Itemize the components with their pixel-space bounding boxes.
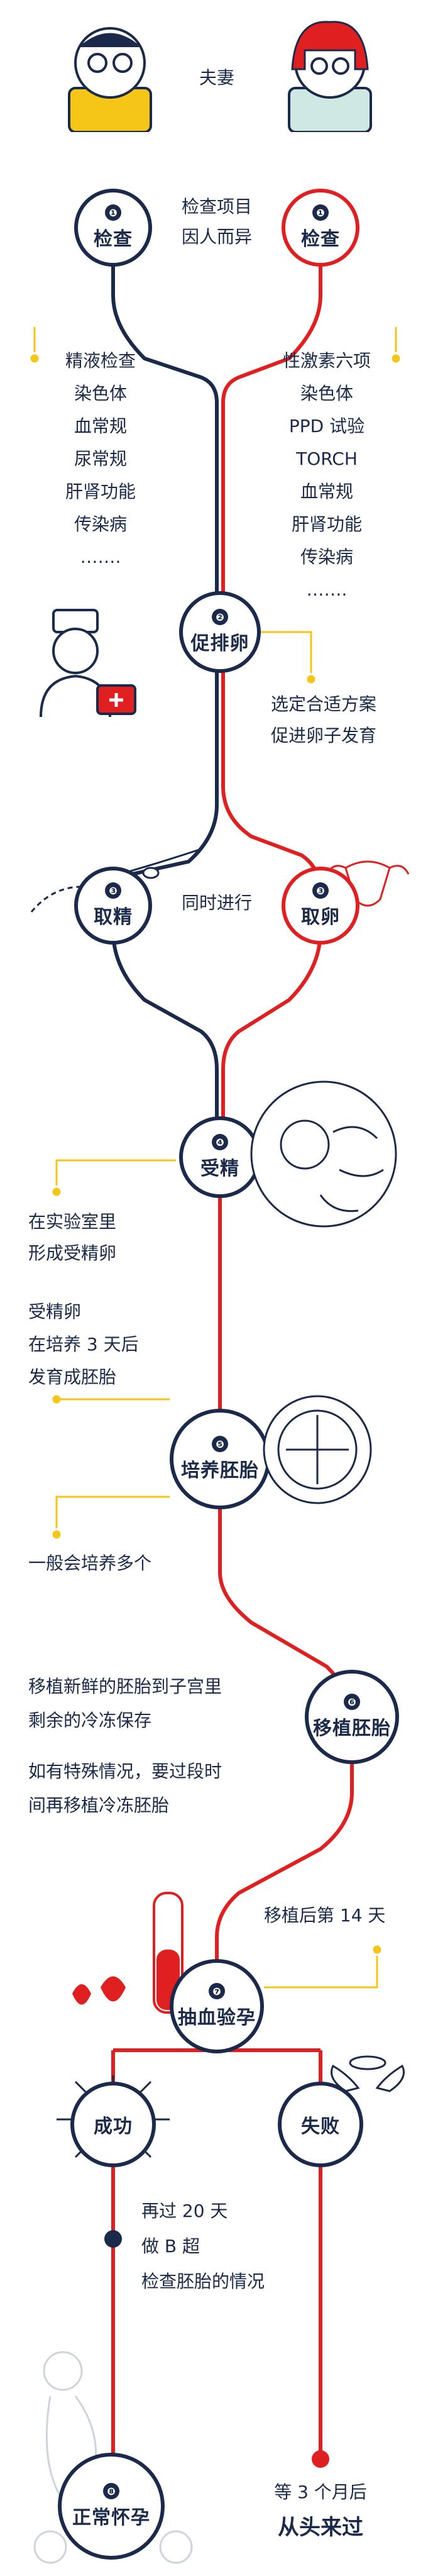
male-test-item: 血常规 — [74, 416, 127, 436]
step3-num-female: ❸ — [312, 882, 329, 899]
step7-node[interactable]: ❼ 抽血验孕 — [170, 1959, 264, 2053]
step8-node[interactable]: ❽ 正常怀孕 — [58, 2453, 165, 2560]
wife-avatar-icon — [288, 21, 372, 132]
success-note3: 检查胚胎的情况 — [141, 2271, 265, 2292]
step1-male-node[interactable]: ❶ 检查 — [74, 189, 152, 267]
couple-title: 夫妻 — [199, 67, 234, 88]
step4-note-line1: 在实验室里 — [28, 1211, 117, 1232]
fail-node[interactable]: 失败 — [278, 2082, 363, 2167]
step1-female-label: 检查 — [301, 228, 340, 250]
male-tests-list: 精液检查 染色体 血常规 尿常规 肝肾功能 传染病 ……. — [38, 345, 163, 574]
step5-bottom-note: 一般会培养多个 — [28, 1553, 152, 1574]
step1-female-node[interactable]: ❶ 检查 — [282, 189, 359, 267]
female-test-item: 性激素六项 — [282, 350, 371, 371]
step4-note-line2: 形成受精卵 — [28, 1243, 117, 1263]
step8-label: 正常怀孕 — [72, 2507, 150, 2529]
step6-note-a: 移植新鲜的胚胎到子宫里 剩余的冷冻保存 — [28, 1670, 222, 1738]
fail-note1: 等 3 个月后 — [274, 2482, 367, 2502]
embryo-icon — [263, 1395, 372, 1504]
step3-male-node[interactable]: ❸ 取精 — [74, 867, 152, 945]
step3-note: 同时进行 — [181, 892, 252, 913]
step2-note-line2: 促进卵子发育 — [270, 725, 376, 746]
fail-dot — [312, 2450, 329, 2468]
step1-note-line2: 因人而异 — [181, 226, 252, 247]
step5-num: ❺ — [212, 1436, 228, 1452]
angel-wings-icon — [331, 2055, 405, 2092]
success-note: 再过 20 天 做 B 超 检查胚胎的情况 — [141, 2194, 265, 2299]
step7-num: ❼ — [209, 1983, 225, 1999]
male-test-item: ……. — [80, 547, 121, 567]
step4-node[interactable]: ❹ 受精 — [179, 1116, 261, 1198]
success-note2: 做 B 超 — [141, 2236, 200, 2257]
step1-num: ❶ — [105, 204, 121, 221]
step1-note-line1: 检查项目 — [181, 196, 252, 217]
step6-note1: 移植新鲜的胚胎到子宫里 — [28, 1676, 222, 1697]
step1-note: 检查项目 因人而异 — [170, 192, 264, 252]
success-label: 成功 — [94, 2116, 133, 2138]
female-test-item: 传染病 — [300, 547, 353, 567]
female-test-item: 血常规 — [300, 481, 353, 502]
success-note1: 再过 20 天 — [141, 2201, 228, 2221]
step6-label: 移植胚胎 — [313, 1718, 391, 1740]
step6-note3: 如有特殊情况，要过段时 — [28, 1761, 222, 1782]
step1-male-label: 检查 — [94, 228, 133, 250]
step3-female-node[interactable]: ❸ 取卵 — [282, 867, 359, 945]
step5-note-top2: 在培养 3 天后 — [28, 1334, 139, 1355]
doctor-icon — [40, 609, 136, 718]
step5-node[interactable]: ❺ 培养胚胎 — [170, 1409, 270, 1509]
step6-num: ❻ — [344, 1694, 360, 1710]
step5-note-top1: 受精卵 — [28, 1301, 82, 1322]
female-test-item: 染色体 — [300, 383, 353, 404]
step2-label: 促排卵 — [190, 633, 249, 655]
step7-label: 抽血验孕 — [178, 2007, 256, 2029]
male-test-item: 传染病 — [74, 514, 127, 535]
step2-num: ❷ — [212, 609, 228, 625]
female-tests-list: 性激素六项 染色体 PPD 试验 TORCH 血常规 肝肾功能 传染病 ……. — [264, 345, 390, 606]
male-test-item: 尿常规 — [74, 448, 127, 469]
step5-label: 培养胚胎 — [181, 1460, 259, 1482]
step2-note: 选定合适方案 促进卵子发育 — [245, 689, 402, 752]
husband-avatar-icon — [68, 27, 152, 132]
step8-num: ❽ — [103, 2483, 119, 2499]
step1-num-female: ❶ — [312, 204, 329, 221]
step4-note: 在实验室里 形成受精卵 — [28, 1206, 116, 1269]
step3-male-label: 取精 — [94, 906, 133, 928]
female-test-item: TORCH — [296, 448, 358, 469]
step2-note-line1: 选定合适方案 — [270, 694, 376, 714]
step4-num: ❹ — [212, 1134, 228, 1150]
fail-label: 失败 — [301, 2116, 340, 2138]
female-test-item: ……. — [306, 579, 348, 600]
step6-note4: 间再移植冷冻胚胎 — [28, 1795, 170, 1816]
step3-female-label: 取卵 — [301, 906, 340, 928]
fail-note2: 从头来过 — [278, 2515, 363, 2540]
success-dot — [104, 2230, 122, 2248]
success-node[interactable]: 成功 — [70, 2082, 156, 2167]
step6-note2: 剩余的冷冻保存 — [28, 1710, 152, 1731]
step6-node[interactable]: ❻ 移植胚胎 — [305, 1670, 399, 1764]
fertilization-dish-icon — [250, 1080, 397, 1228]
female-test-item: PPD 试验 — [288, 416, 365, 436]
male-test-item: 染色体 — [74, 383, 127, 404]
male-test-item: 精液检查 — [65, 350, 136, 371]
step7-note: 移植后第 14 天 — [264, 1905, 386, 1926]
male-test-item: 肝肾功能 — [65, 481, 136, 502]
female-test-item: 肝肾功能 — [291, 514, 362, 535]
step5-note-top3: 发育成胚胎 — [28, 1367, 117, 1387]
step2-node[interactable]: ❷ 促排卵 — [179, 591, 261, 673]
step5-top-note: 受精卵 在培养 3 天后 发育成胚胎 — [28, 1296, 139, 1394]
step4-label: 受精 — [200, 1158, 239, 1180]
step3-num: ❸ — [105, 882, 121, 899]
fail-note: 等 3 个月后 从头来过 — [251, 2475, 390, 2545]
step6-note-b: 如有特殊情况，要过段时 间再移植冷冻胚胎 — [28, 1755, 222, 1823]
